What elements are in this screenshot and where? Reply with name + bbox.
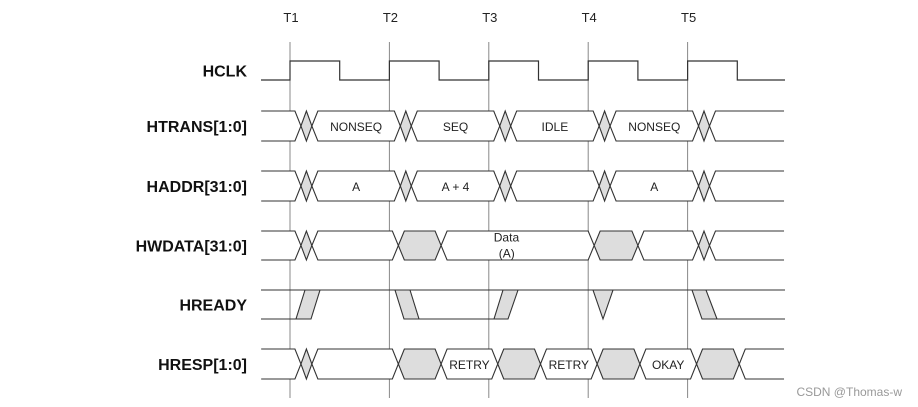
- bus-valid-segment: [261, 230, 302, 261]
- bus-transition-invalid: [697, 229, 711, 262]
- hready-falling-edge: [394, 289, 420, 320]
- bus-value-label: A: [650, 180, 658, 194]
- bus-transition-invalid: [497, 348, 542, 380]
- time-marker-label: T3: [482, 10, 497, 25]
- hclk-waveform: [261, 60, 785, 81]
- bus-transition-invalid: [596, 348, 641, 380]
- signal-name: HREADY: [179, 298, 247, 315]
- time-marker-label: T2: [383, 10, 398, 25]
- bus-transition-invalid: [300, 229, 313, 262]
- bus-value-label: IDLE: [542, 120, 569, 134]
- bus-transition-invalid: [399, 169, 412, 203]
- bus-valid-segment: [510, 170, 600, 202]
- bus-transition-invalid: [697, 169, 711, 203]
- bus-transition-invalid: [499, 169, 512, 203]
- bus-valid-segment: [708, 110, 785, 142]
- bus-transition-invalid: [499, 109, 512, 143]
- bus-value-label: A + 4: [442, 180, 470, 194]
- bus-value-label: SEQ: [443, 120, 468, 134]
- bus-value-label: RETRY: [449, 358, 489, 372]
- bus-transition-invalid: [300, 109, 313, 143]
- bus-value-label: RETRY: [549, 358, 589, 372]
- bus-value-label: NONSEQ: [628, 120, 680, 134]
- bus-value-label: NONSEQ: [330, 120, 382, 134]
- watermark: CSDN @Thomas-w: [796, 385, 902, 399]
- bus-transition-invalid: [399, 109, 412, 143]
- bus-valid-segment: [311, 230, 399, 261]
- bus-transition-invalid: [593, 230, 639, 261]
- bus-value-label: OKAY: [652, 358, 684, 372]
- signal-name: HRESP[1:0]: [158, 357, 247, 374]
- time-marker-label: T1: [283, 10, 298, 25]
- signal-name: HCLK: [203, 64, 248, 81]
- bus-valid-segment: [708, 230, 785, 261]
- signal-name: HADDR[31:0]: [147, 179, 247, 196]
- bus-transition-invalid: [397, 230, 442, 261]
- bus-valid-segment: [261, 110, 302, 142]
- hready-rising-edge: [295, 289, 321, 320]
- bus-transition-invalid: [695, 348, 740, 380]
- bus-valid-segment: [637, 230, 700, 261]
- signal-name: HWDATA[31:0]: [136, 239, 247, 256]
- bus-transition-invalid: [300, 169, 313, 203]
- signal-name: HTRANS[1:0]: [147, 119, 247, 136]
- hready-glitch: [592, 289, 614, 321]
- bus-valid-segment: [738, 348, 785, 380]
- bus-value-label: Data: [494, 231, 520, 245]
- hready-rising-edge: [493, 289, 519, 320]
- bus-transition-invalid: [697, 109, 711, 143]
- time-marker-label: T4: [582, 10, 597, 25]
- time-marker-label: T5: [681, 10, 696, 25]
- bus-valid-segment: [261, 348, 302, 380]
- bus-transition-invalid: [300, 347, 313, 381]
- bus-value-label: A: [352, 180, 360, 194]
- bus-valid-segment: [261, 170, 302, 202]
- bus-valid-segment: [311, 348, 399, 380]
- bus-transition-invalid: [598, 109, 611, 143]
- bus-valid-segment: [708, 170, 785, 202]
- bus-transition-invalid: [397, 348, 442, 380]
- bus-transition-invalid: [598, 169, 611, 203]
- hready-falling-edge: [691, 289, 718, 320]
- bus-value-label: (A): [499, 247, 515, 261]
